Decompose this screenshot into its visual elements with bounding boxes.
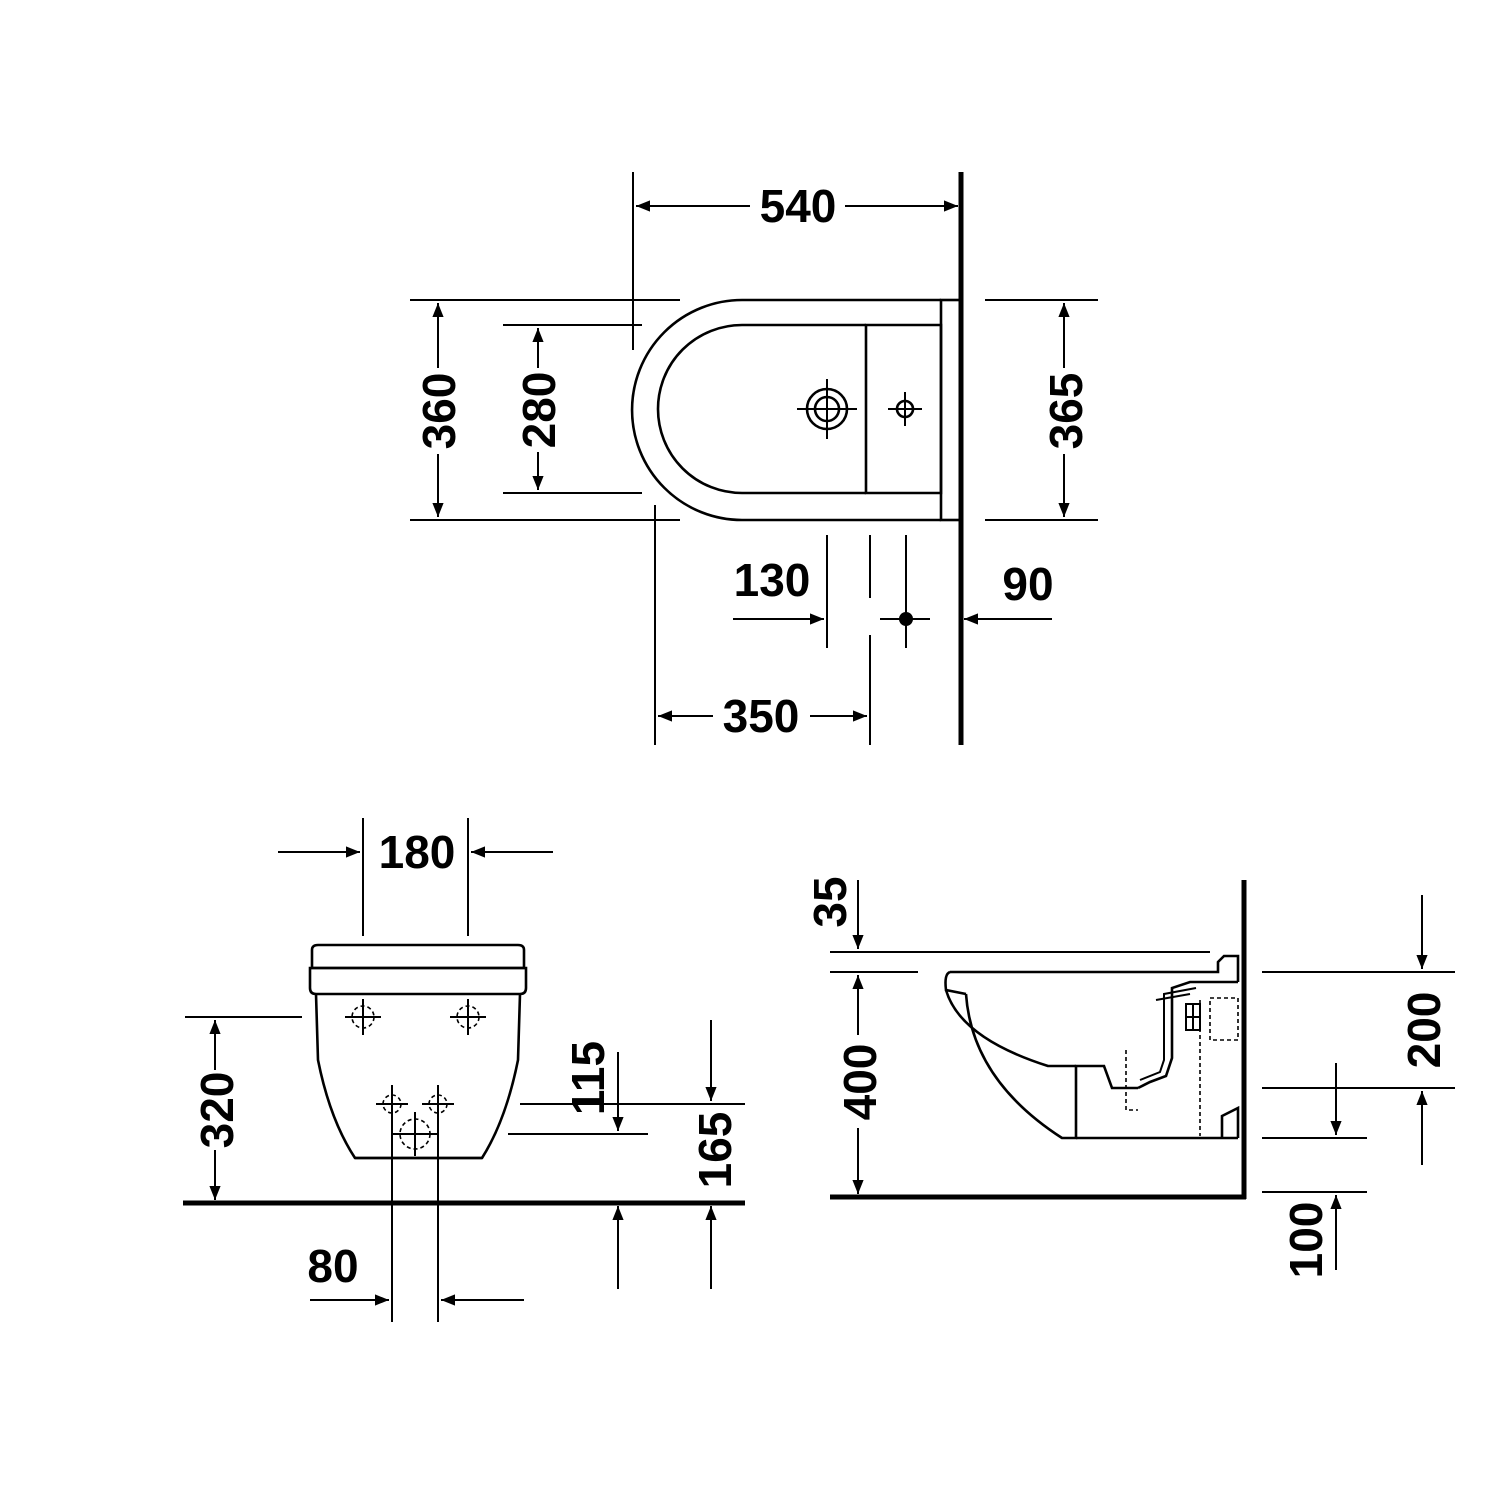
rim-front — [310, 943, 526, 970]
drain-icon — [393, 1112, 437, 1156]
dim-fixing-distance: 350 — [723, 690, 800, 742]
dim-upper-fixing: 200 — [1398, 992, 1450, 1069]
bowl-inner-side — [944, 989, 1076, 1068]
dim-lower-fixing: 100 — [1280, 1202, 1332, 1279]
fixing-bolt-left-icon — [345, 999, 381, 1035]
fixing-point-icon — [899, 612, 913, 626]
bidet-outline-top — [630, 298, 941, 522]
bowl-outer-side — [964, 993, 1138, 1140]
front-view: 180 320 115 165 80 — [183, 818, 745, 1322]
tap-hole-icon — [797, 379, 857, 439]
overflow-hole-icon — [888, 392, 922, 426]
fixing-bolt-side-icon — [1185, 1003, 1201, 1031]
dim-fixing-height: 320 — [191, 1072, 243, 1149]
dim-supply-height: 165 — [689, 1112, 741, 1189]
bowl-inner-top — [656, 323, 866, 495]
fixing-bolt-right-icon — [450, 999, 486, 1035]
dim-tap-hole-offset: 130 — [734, 554, 811, 606]
rim-side — [950, 954, 1240, 982]
dim-drain-height: 115 — [562, 1041, 614, 1115]
top-view: 540 360 280 365 130 90 350 — [410, 172, 1098, 745]
dim-back-width: 365 — [1040, 373, 1092, 450]
dim-bolt-spacing: 180 — [379, 826, 456, 878]
dim-wall-offset: 90 — [1002, 558, 1053, 610]
dim-overall-length: 540 — [760, 180, 837, 232]
wall-plate-top — [939, 298, 963, 522]
dim-rim-height: 400 — [834, 1044, 886, 1121]
dim-drain-spacing: 80 — [307, 1240, 358, 1292]
side-view: 35 400 200 100 — [804, 876, 1455, 1278]
dim-rim-thickness: 35 — [804, 876, 856, 927]
dim-bowl-width: 280 — [513, 372, 565, 449]
dim-overall-width: 360 — [413, 373, 465, 450]
